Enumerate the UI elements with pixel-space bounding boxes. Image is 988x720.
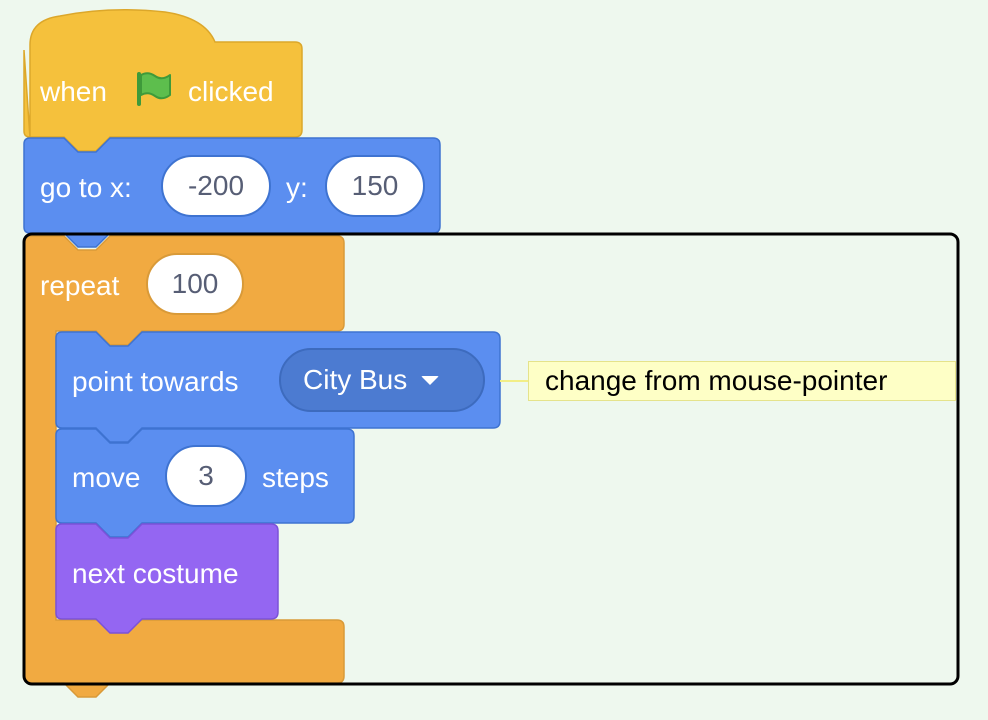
when-label: when <box>40 76 107 107</box>
point-target-dropdown[interactable]: City Bus <box>279 348 485 412</box>
next-costume-label: next costume <box>72 558 239 589</box>
steps-label: steps <box>262 462 329 493</box>
comment-text: change from mouse-pointer <box>545 365 888 396</box>
go-to-x-label: go to x: <box>40 172 132 203</box>
move-label: move <box>72 462 141 493</box>
block-comment[interactable]: change from mouse-pointer <box>528 361 956 401</box>
clicked-label: clicked <box>188 76 274 107</box>
point-towards-label: point towards <box>72 366 239 397</box>
next-costume-block[interactable] <box>55 523 279 634</box>
x-input[interactable]: -200 <box>161 155 271 217</box>
y-input[interactable]: 150 <box>325 155 425 217</box>
repeat-count-input[interactable]: 100 <box>146 253 244 315</box>
y-label: y: <box>286 172 308 203</box>
point-target-value: City Bus <box>303 364 408 395</box>
repeat-label: repeat <box>40 270 120 301</box>
dropdown-caret-icon <box>421 375 440 385</box>
green-flag-icon <box>137 72 171 106</box>
selection-highlight <box>22 232 960 686</box>
steps-input[interactable]: 3 <box>165 445 247 507</box>
